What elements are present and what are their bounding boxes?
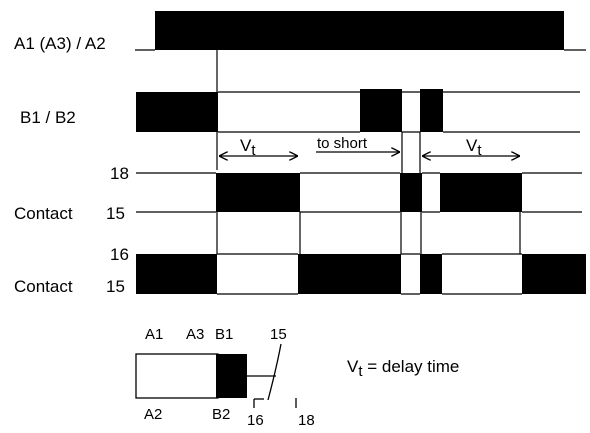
supply-on-block (155, 11, 564, 50)
control-block-1 (136, 92, 218, 132)
relay-terminal-a2: A2 (144, 406, 162, 423)
contact2-on-block-4 (522, 254, 586, 294)
vt-second-label: Vt (466, 136, 482, 159)
relay-contact-arm (267, 343, 282, 401)
relay-terminal-18: 18 (298, 412, 315, 428)
vt-first-label: Vt (240, 136, 256, 159)
contact1-bottom-terminal: 15 (106, 204, 125, 223)
legend-delay-time: Vt = delay time (347, 357, 459, 380)
control-block-2 (360, 89, 402, 132)
control-block-3 (420, 89, 443, 132)
contact2-label: Contact (14, 277, 73, 296)
supply-label: A1 (A3) / A2 (14, 34, 106, 53)
contact2-bottom-terminal: 15 (106, 277, 125, 296)
contact1-top-terminal: 18 (110, 164, 129, 183)
relay-control-box (216, 354, 247, 398)
control-label: B1 / B2 (20, 108, 76, 127)
relay-terminal-b1: B1 (215, 326, 233, 343)
contact2-on-block-3 (420, 254, 442, 294)
relay-terminal-b2: B2 (212, 406, 230, 423)
to-short-label: to short (317, 135, 368, 152)
contact1-label: Contact (14, 204, 73, 223)
relay-terminal-a1: A1 (145, 326, 163, 343)
contact1-on-block-1 (216, 173, 300, 212)
contact2-top-terminal: 16 (110, 245, 129, 264)
contact2-on-block-1 (136, 254, 217, 294)
contact2-on-block-2 (298, 254, 401, 294)
relay-terminal-16: 16 (247, 412, 264, 428)
relay-coil-box (135, 353, 219, 399)
relay-terminal-a3: A3 (186, 326, 204, 343)
contact1-on-block-2 (400, 173, 422, 212)
contact1-on-block-3 (440, 173, 522, 212)
relay-terminal-15: 15 (270, 326, 287, 343)
